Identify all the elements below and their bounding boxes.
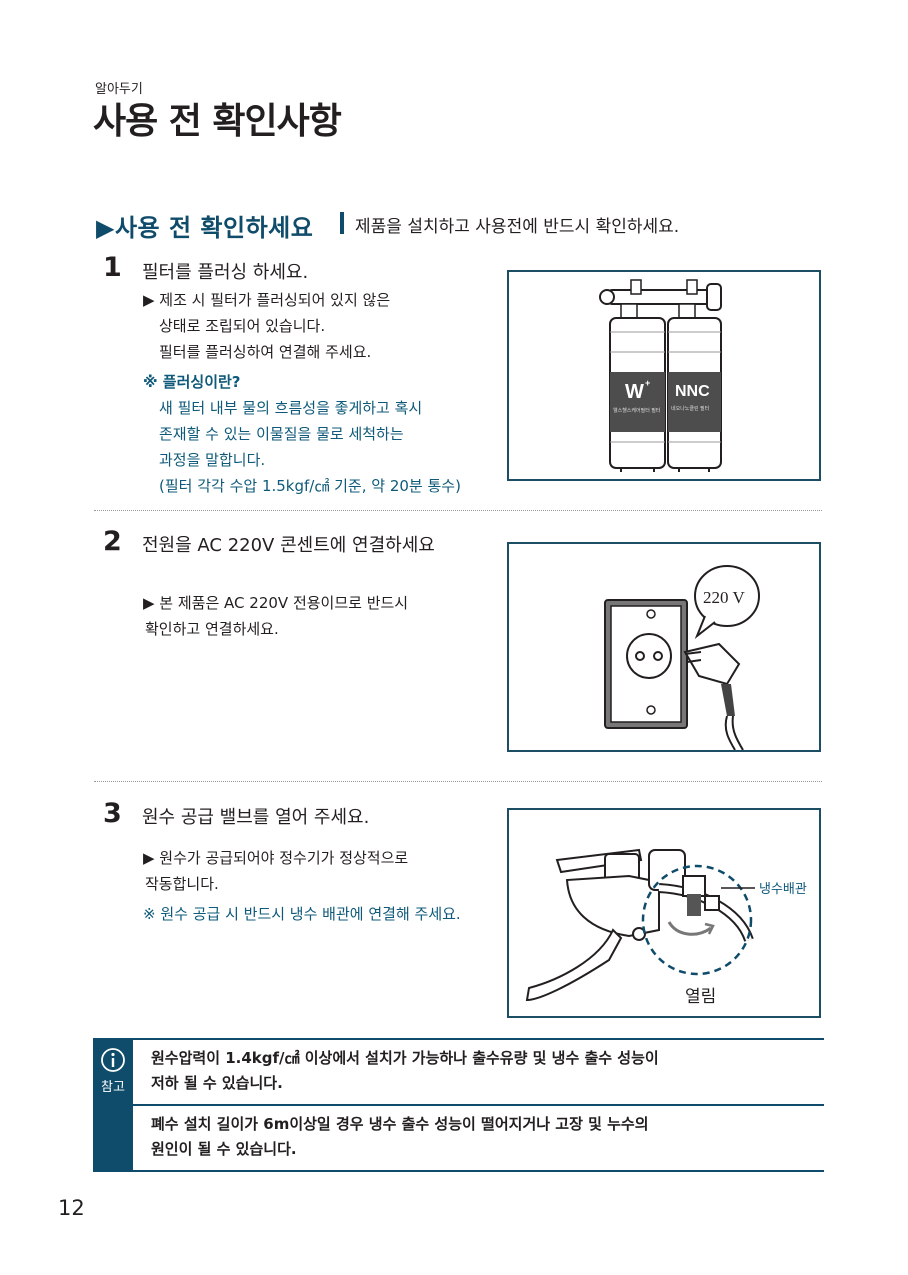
step-1-note: ※ 플러싱이란? 새 필터 내부 물의 흐름성을 좋게하고 혹시 존재할 수 있… [143, 369, 461, 499]
info-note-1: 원수압력이 1.4kgf/㎠ 이상에서 설치가 가능하나 출수유량 및 냉수 출… [151, 1046, 659, 1096]
eyebrow-label: 알아두기 [95, 82, 143, 97]
step-1-bullet-line: 필터를 플러싱하여 연결해 주세요. [159, 343, 372, 361]
filter-right-small: 네오나노클린 필터 [671, 405, 709, 412]
outlet-drawing: 220 V [604, 565, 760, 751]
open-label: 열림 [685, 987, 716, 1007]
step-2-bullet-line: ▶ 본 제품은 AC 220V 전용이므로 반드시 [143, 594, 409, 612]
step-2-bullet-line: 확인하고 연결하세요. [145, 620, 279, 638]
section-heading: ▶사용 전 확인하세요 [96, 214, 314, 242]
filter-left-small: 웰스헬스케어필터 필터 [613, 407, 660, 414]
page-title: 사용 전 확인사항 [93, 101, 342, 142]
step-1-bullet-line: 상태로 조립되어 있습니다. [159, 317, 326, 335]
info-icon [101, 1048, 125, 1072]
filter-left-sup: + [645, 378, 650, 388]
info-icon-label: 참고 [101, 1080, 125, 1095]
step-1-title: 필터를 플러싱 하세요. [142, 262, 309, 283]
info-note-2-line: 폐수 설치 길이가 6m이상일 경우 냉수 출수 성능이 떨어지거나 고장 및 … [151, 1115, 649, 1133]
step-3-number: 3 [103, 798, 122, 829]
section-divider-bar [340, 212, 344, 234]
step-3-title: 원수 공급 밸브를 열어 주세요. [142, 807, 370, 828]
filter-illustration: W + 웰스헬스케어필터 필터 NNC 네오나노클린 필터 [507, 270, 821, 481]
page-number: 12 [58, 1196, 85, 1220]
info-mid-rule [133, 1104, 824, 1106]
step-3-note: ※ 원수 공급 시 반드시 냉수 배관에 연결해 주세요. [143, 905, 461, 923]
section-subtitle: 제품을 설치하고 사용전에 반드시 확인하세요. [355, 217, 680, 237]
filter-drawing: W + 웰스헬스케어필터 필터 NNC 네오나노클린 필터 [599, 279, 722, 472]
step-divider [94, 510, 822, 511]
step-3-bullet-line: 작동합니다. [145, 875, 219, 893]
step-2-title: 전원을 AC 220V 콘센트에 연결하세요 [142, 535, 435, 556]
step-2-number: 2 [103, 526, 122, 557]
valve-illustration: 냉수배관 열림 [507, 808, 821, 1018]
step-divider [94, 781, 822, 782]
info-sidebar: 참고 [93, 1038, 133, 1172]
cold-pipe-label: 냉수배관 [759, 882, 807, 897]
info-top-rule [133, 1038, 824, 1040]
step-1-number: 1 [103, 252, 122, 283]
step-2-bullet: ▶ 본 제품은 AC 220V 전용이므로 반드시 확인하고 연결하세요. [143, 590, 408, 642]
info-note-2: 폐수 설치 길이가 6m이상일 경우 냉수 출수 성능이 떨어지거나 고장 및 … [151, 1112, 649, 1162]
step-1-bullet-line: ▶ 제조 시 필터가 플러싱되어 있지 않은 [143, 291, 391, 309]
flushing-note-line: 과정을 말합니다. [159, 451, 266, 469]
info-note-1-line: 원수압력이 1.4kgf/㎠ 이상에서 설치가 가능하나 출수유량 및 냉수 출… [151, 1049, 659, 1067]
info-note-1-line: 저하 될 수 있습니다. [151, 1074, 283, 1092]
filter-left-label: W [625, 381, 644, 403]
step-3-bullet: ▶ 원수가 공급되어야 정수기가 정상적으로 작동합니다. [143, 845, 408, 897]
filter-right-label: NNC [675, 383, 710, 400]
flushing-note-line: 새 필터 내부 물의 흐름성을 좋게하고 혹시 [159, 399, 423, 417]
info-box: 참고 원수압력이 1.4kgf/㎠ 이상에서 설치가 가능하나 출수유량 및 냉… [93, 1038, 824, 1172]
step-3-bullet-line: ▶ 원수가 공급되어야 정수기가 정상적으로 [143, 849, 409, 867]
outlet-illustration: 220 V [507, 542, 821, 752]
flushing-note-line: (필터 각각 수압 1.5kgf/㎠ 기준, 약 20분 통수) [159, 477, 461, 495]
flushing-note-line: 존재할 수 있는 이물질을 물로 세척하는 [159, 425, 404, 443]
flushing-note-title: ※ 플러싱이란? [143, 373, 241, 391]
info-bottom-rule [133, 1170, 824, 1172]
valve-drawing: 냉수배관 열림 [525, 848, 807, 1007]
voltage-bubble-text: 220 V [703, 588, 745, 607]
step-1-bullet: ▶ 제조 시 필터가 플러싱되어 있지 않은 상태로 조립되어 있습니다. 필터… [143, 287, 390, 365]
info-note-2-line: 원인이 될 수 있습니다. [151, 1140, 297, 1158]
